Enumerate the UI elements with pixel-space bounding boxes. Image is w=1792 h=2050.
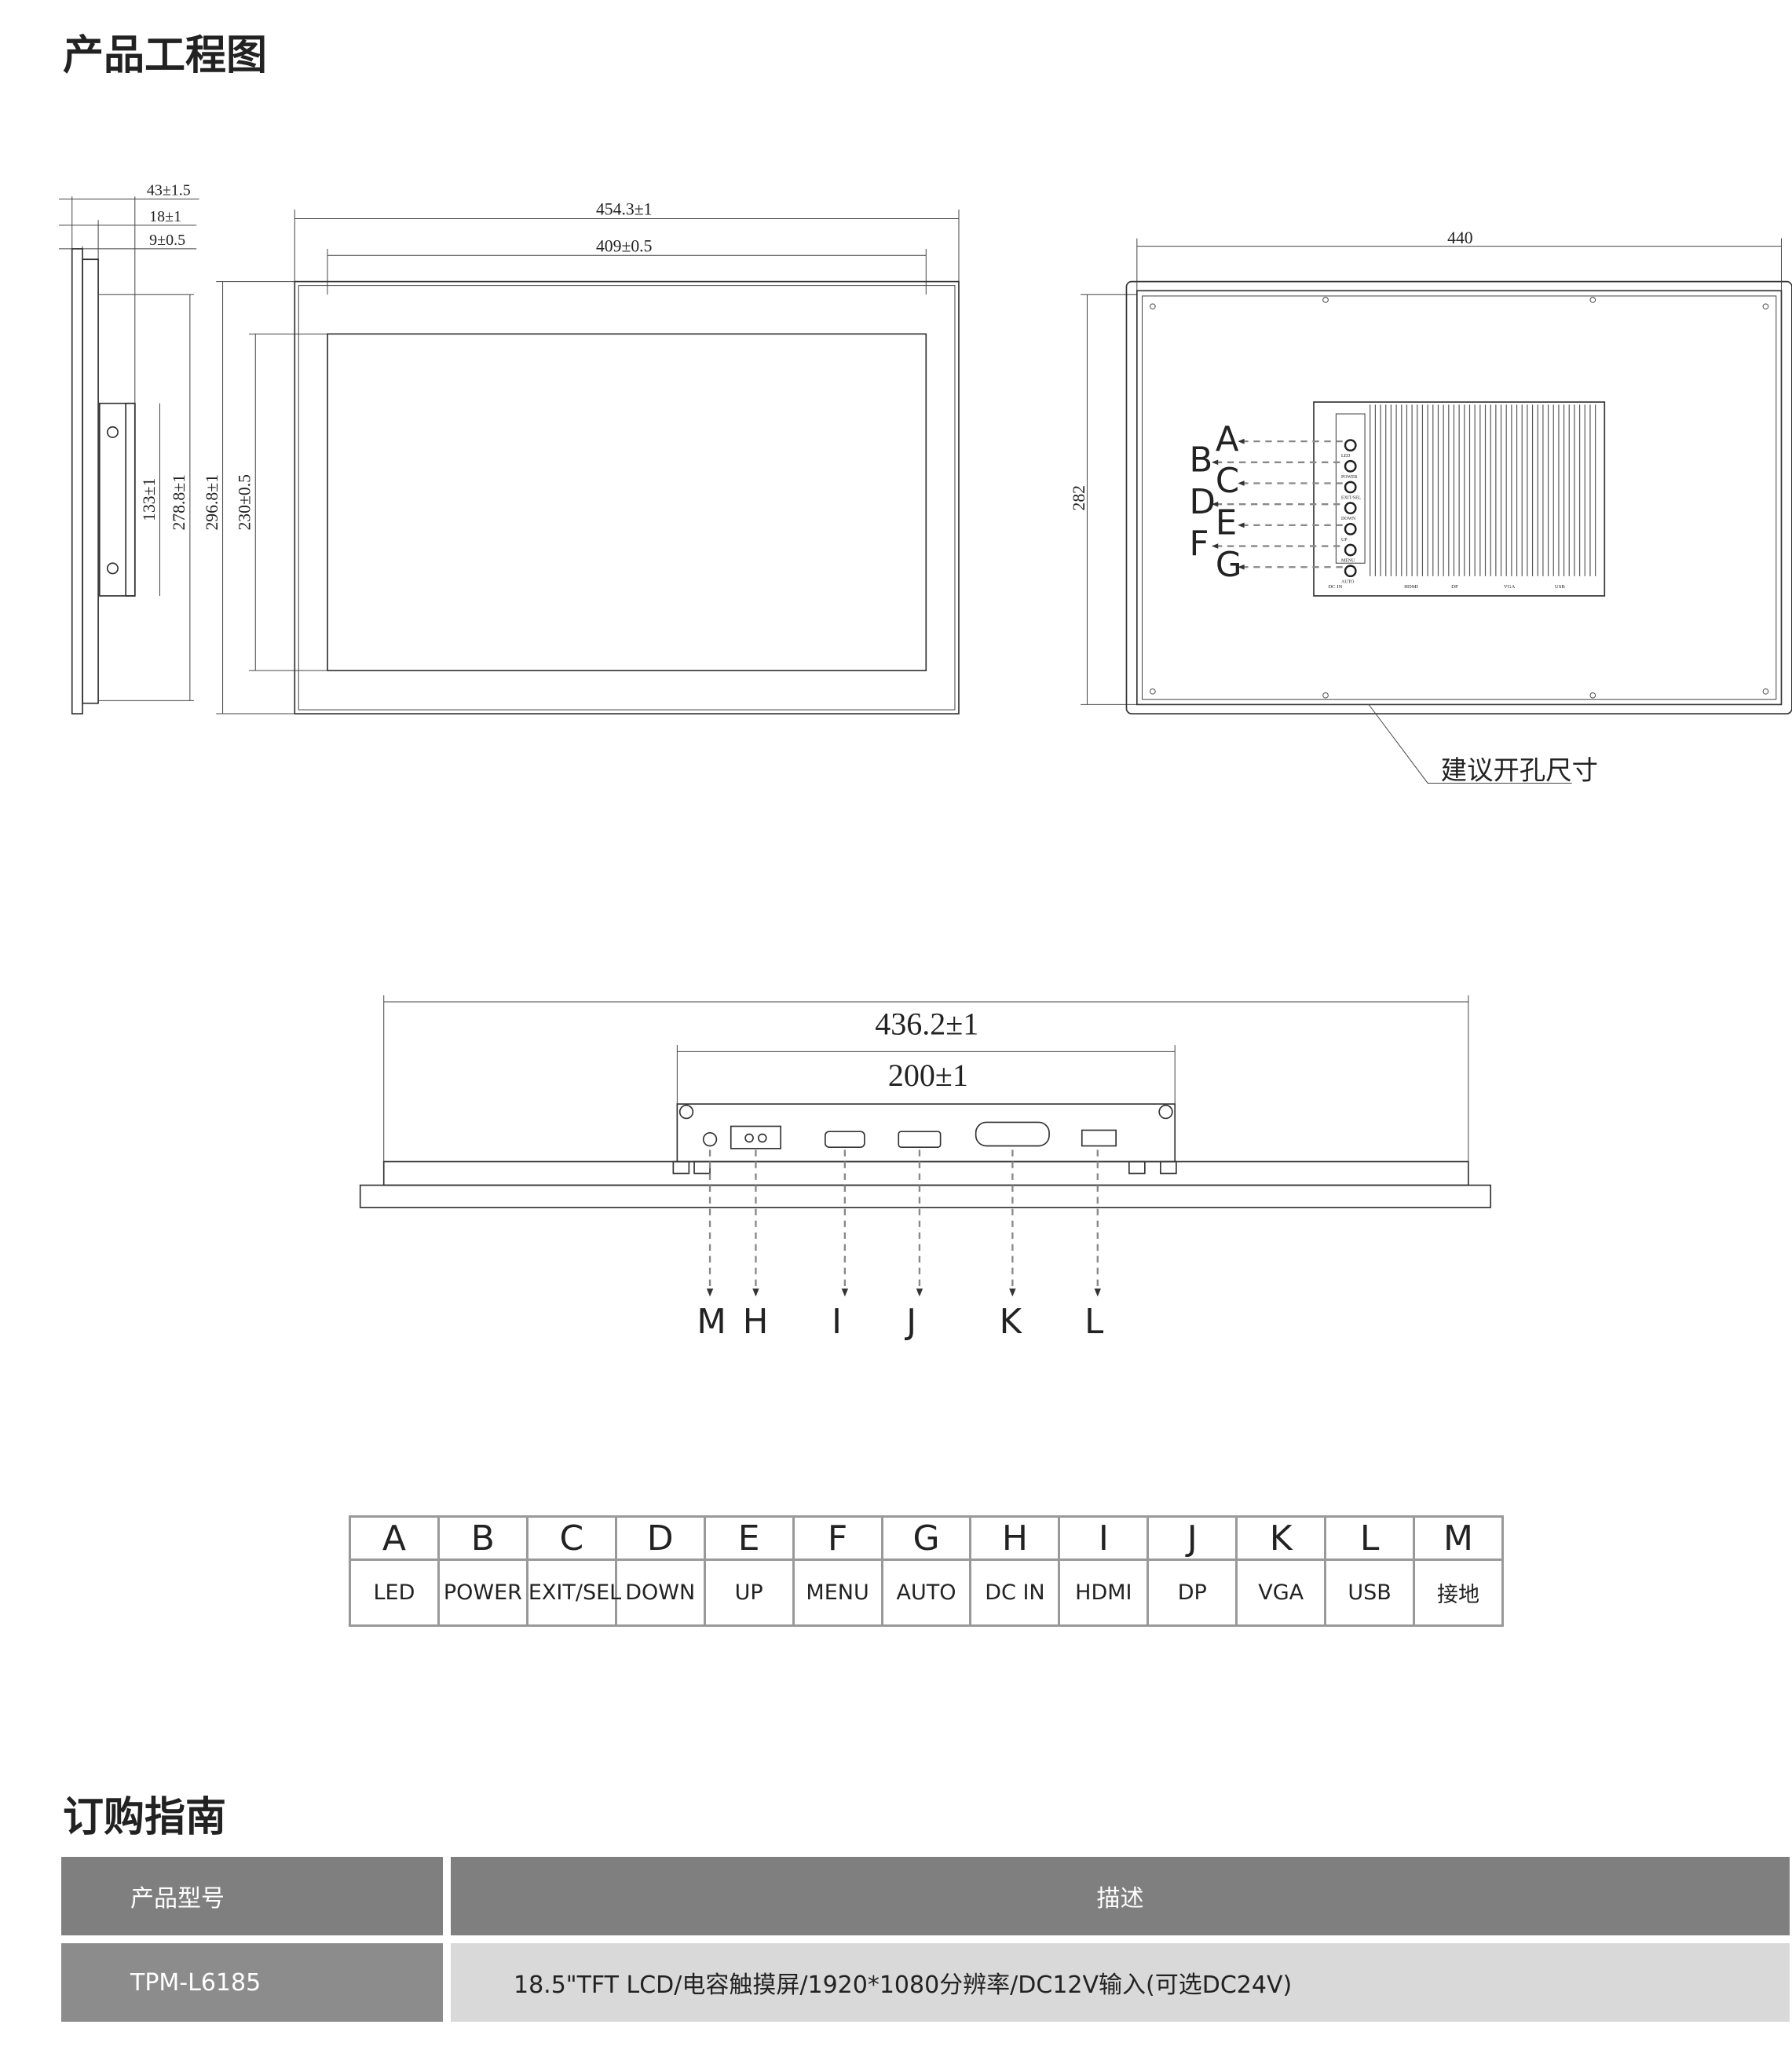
arrow-icon (1238, 564, 1245, 570)
port-letter: I (1058, 1515, 1150, 1561)
port-letter: E (703, 1515, 795, 1561)
arrow-icon (1211, 543, 1219, 549)
port-letter: K (1235, 1515, 1327, 1561)
port-name: USB (1324, 1559, 1416, 1627)
front-view: 454.3±1 409±0.5 (216, 200, 960, 714)
engineering-drawing: 43±1.5 18±1 9±0.5 133±1 278.8±1 296.8±1 … (59, 182, 1792, 1342)
arrow-icon (1211, 501, 1219, 507)
panel-button-icon (1344, 565, 1357, 578)
bottom-letter-K: K (1000, 1303, 1023, 1342)
arrow-icon (1238, 481, 1245, 486)
bottom-letter-I: I (832, 1303, 842, 1342)
dim-cutout-height: 282 (1070, 485, 1088, 511)
port-name: VGA (1235, 1559, 1327, 1627)
bottom-letter-J: J (904, 1303, 916, 1342)
dim-230: 230±0.5 (236, 474, 254, 531)
arrow-icon (841, 1288, 849, 1297)
arrow-icon (1211, 459, 1219, 466)
port-name: HDMI (1058, 1559, 1150, 1627)
dim-width: 454.3±1 (596, 200, 653, 219)
port-letter: H (969, 1515, 1061, 1561)
port-name: AUTO (880, 1559, 972, 1627)
port-name: LED (349, 1559, 440, 1627)
port-name: DC IN (969, 1559, 1061, 1627)
order-header-model: 产品型号 (61, 1857, 443, 1935)
port-letter: D (614, 1515, 706, 1561)
bottom-letter-M: M (697, 1303, 726, 1342)
order-title: 订购指南 (63, 1794, 227, 1841)
arrow-icon (706, 1288, 714, 1297)
port-letter: M (1413, 1515, 1504, 1561)
dim-278: 278.8±1 (170, 474, 188, 531)
arrow-icon (916, 1288, 923, 1297)
port-letter: B (437, 1515, 528, 1561)
order-desc-cell: 18.5"TFT LCD/电容触摸屏/1920*1080分辨率/DC12V输入(… (451, 1943, 1790, 2022)
dim-bottom-width: 436.2±1 (875, 1007, 978, 1042)
rear-letter-B: B (1190, 440, 1213, 480)
panel-button-label: UP (1341, 538, 1348, 543)
port-name: DOWN (614, 1559, 706, 1627)
arrow-icon (1238, 522, 1245, 528)
panel-button-label: LED (1341, 454, 1350, 459)
arrow-icon (1238, 438, 1245, 444)
port-letter: J (1147, 1515, 1238, 1561)
dim-screen-width: 409±0.5 (596, 236, 653, 255)
rear-letter-E: E (1216, 504, 1237, 543)
port-letter: F (792, 1515, 883, 1561)
panel-button-label: POWER (1341, 475, 1358, 480)
rear-letter-G: G (1216, 546, 1242, 585)
port-name: MENU (792, 1559, 883, 1627)
rear-letter-C: C (1216, 462, 1239, 501)
panel-button-label: EXIT/SEL (1341, 496, 1362, 501)
dim-296: 296.8±1 (203, 474, 221, 531)
port-name: EXIT/SEL (525, 1559, 621, 1627)
bottom-letter-H: H (743, 1303, 769, 1342)
dim-133: 133±1 (140, 478, 159, 521)
port-name: 接地 (1413, 1559, 1504, 1627)
rear-letter-F: F (1190, 524, 1209, 564)
io-dp: DP (1451, 584, 1458, 590)
order-header-desc: 描述 (451, 1857, 1790, 1935)
arrow-icon (752, 1288, 759, 1297)
panel-button-icon (1344, 543, 1357, 557)
port-letter: L (1324, 1515, 1416, 1561)
io-dcin: DC IN (1328, 584, 1342, 590)
rear-view: 440 282 LED POWER EXIT/SEL DOWN UP MENU AUTO D… (1070, 228, 1792, 785)
panel-button-label: AUTO (1341, 579, 1354, 584)
arrow-icon (1094, 1288, 1101, 1297)
side-view: 43±1.5 18±1 9±0.5 133±1 278.8±1 296.8±1 … (59, 182, 256, 714)
rear-letter-A: A (1216, 420, 1239, 459)
cutout-note: 建议开孔尺寸 (1441, 755, 1598, 785)
dim-cutout-width: 440 (1447, 228, 1473, 247)
port-name: POWER (437, 1559, 528, 1627)
bottom-letter-L: L (1084, 1303, 1103, 1342)
order-model-cell: TPM-L6185 (61, 1943, 443, 2022)
io-hdmi: HDMI (1404, 584, 1418, 590)
panel-button-label: MENU (1341, 559, 1355, 564)
dim-9: 9±0.5 (149, 232, 185, 249)
io-usb: USB (1555, 584, 1566, 590)
panel-button-icon (1344, 439, 1357, 452)
dim-depth: 43±1.5 (147, 182, 191, 199)
port-name: UP (703, 1559, 795, 1627)
dim-box-width: 200±1 (888, 1058, 968, 1093)
panel-button-icon (1344, 522, 1357, 535)
arrow-icon (1009, 1288, 1016, 1297)
panel-button-label: DOWN (1341, 517, 1356, 521)
port-letter: A (349, 1515, 440, 1561)
port-letter: C (525, 1515, 617, 1561)
panel-button-icon (1344, 502, 1357, 515)
port-letter: G (880, 1515, 972, 1561)
rear-letter-D: D (1190, 483, 1216, 522)
port-name: DP (1147, 1559, 1238, 1627)
panel-button-icon (1344, 481, 1357, 494)
io-vga: VGA (1504, 584, 1516, 590)
drawing-title: 产品工程图 (63, 32, 268, 79)
dim-18: 18±1 (149, 208, 181, 225)
panel-button-icon (1344, 459, 1357, 473)
